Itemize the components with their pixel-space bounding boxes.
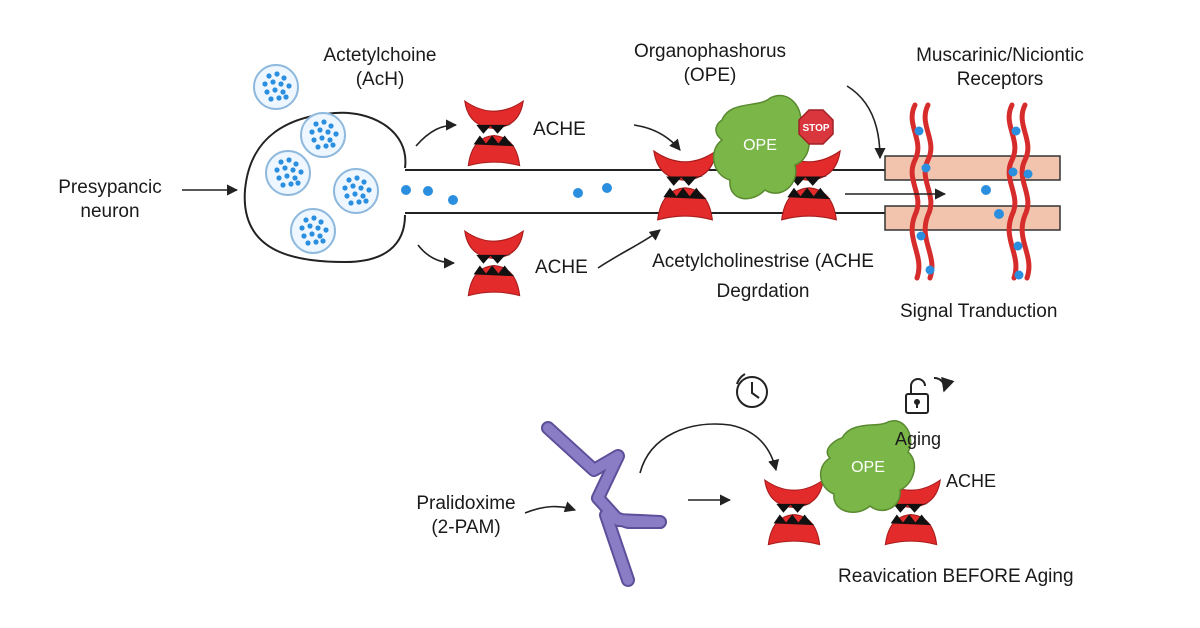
ache-enzyme-lower bbox=[464, 230, 524, 297]
vesicle-1 bbox=[300, 112, 346, 158]
ache-degradation-label-line1: Acetylcholinestrise (ACHE bbox=[652, 251, 874, 272]
receptors-label: Muscarinic/Niciontic Receptors bbox=[880, 44, 1120, 92]
acetylcholine-label: Actetylchoine (AcH) bbox=[300, 44, 460, 92]
signal-transduction-label: Signal Tranduction bbox=[900, 301, 1058, 322]
arrow-receptors bbox=[846, 85, 886, 160]
ope-blob-top bbox=[712, 94, 810, 200]
bound-ach-dots bbox=[914, 126, 1033, 280]
pralidoxime-label: Pralidoxime (2-PAM) bbox=[406, 492, 526, 540]
arrows bbox=[182, 85, 947, 514]
ope-top-label-line2: (OPE) bbox=[683, 64, 737, 86]
vesicle-outside-1 bbox=[253, 64, 299, 110]
unlock-icon bbox=[905, 376, 955, 414]
presynaptic-neuron-label-line1: Presypancic bbox=[58, 177, 162, 198]
arrow-pralidoxime-label bbox=[524, 501, 577, 514]
acetylcholine-label-line1: Actetylchoine bbox=[323, 45, 437, 66]
ache-enzyme-upper bbox=[464, 100, 524, 167]
aging-label: Aging bbox=[895, 429, 942, 449]
arrow-to-channel-ache bbox=[633, 124, 681, 151]
arrow-from-degradation bbox=[597, 229, 661, 269]
reactivation-label: Reavication BEFORE Aging bbox=[838, 566, 1074, 587]
arrow-pralidoxime-curve bbox=[639, 423, 780, 474]
receptors-label-line2: Receptors bbox=[956, 68, 1044, 90]
presynaptic-neuron-outline bbox=[243, 111, 407, 264]
receptor-left-b bbox=[922, 102, 935, 281]
receptor-right-b bbox=[1019, 102, 1032, 281]
ache-label-upper: ACHE bbox=[533, 119, 586, 140]
vesicle-2 bbox=[265, 150, 311, 196]
ope-top-label: Organophashorus (OPE) bbox=[610, 40, 810, 88]
ache-enzyme-bottom-left bbox=[764, 479, 824, 546]
arrow-to-lower-ache bbox=[417, 244, 456, 269]
ache-label-bottom: ACHE bbox=[946, 471, 997, 491]
acetylcholine-label-line2: (AcH) bbox=[355, 68, 405, 90]
ope-label-top: OPE bbox=[743, 137, 777, 154]
stopwatch-icon bbox=[736, 373, 768, 408]
presynaptic-neuron-label-line2: neuron bbox=[80, 200, 140, 222]
presynaptic-neuron-label: Presypancic neuron bbox=[40, 176, 180, 224]
ope-blob-bottom bbox=[820, 419, 916, 513]
ache-degradation-label-line2: Degrdation bbox=[716, 280, 810, 302]
pralidoxime-label-line2: (2-PAM) bbox=[431, 516, 501, 538]
ache-label-lower: ACHE bbox=[535, 257, 588, 278]
receptors-label-line1: Muscarinic/Niciontic bbox=[916, 45, 1084, 66]
pralidoxime-label-line1: Pralidoxime bbox=[416, 493, 516, 514]
ope-top-label-line1: Organophashorus bbox=[633, 41, 787, 62]
arrow-to-upper-ache bbox=[415, 119, 458, 147]
ope-label-bottom: OPE bbox=[851, 459, 885, 476]
vesicle-3 bbox=[333, 168, 379, 214]
stop-sign-icon: STOP bbox=[798, 109, 834, 145]
ache-degradation-label: Acetylcholinestrise (ACHE Degrdation bbox=[628, 250, 898, 304]
ache-enzyme-channel-left bbox=[653, 150, 717, 221]
receptor-group bbox=[909, 102, 1032, 281]
stop-sign-text: STOP bbox=[802, 123, 829, 134]
free-ach-dots bbox=[401, 183, 1004, 219]
pralidoxime-molecule-fill bbox=[543, 423, 665, 585]
vesicle-4 bbox=[290, 208, 336, 254]
